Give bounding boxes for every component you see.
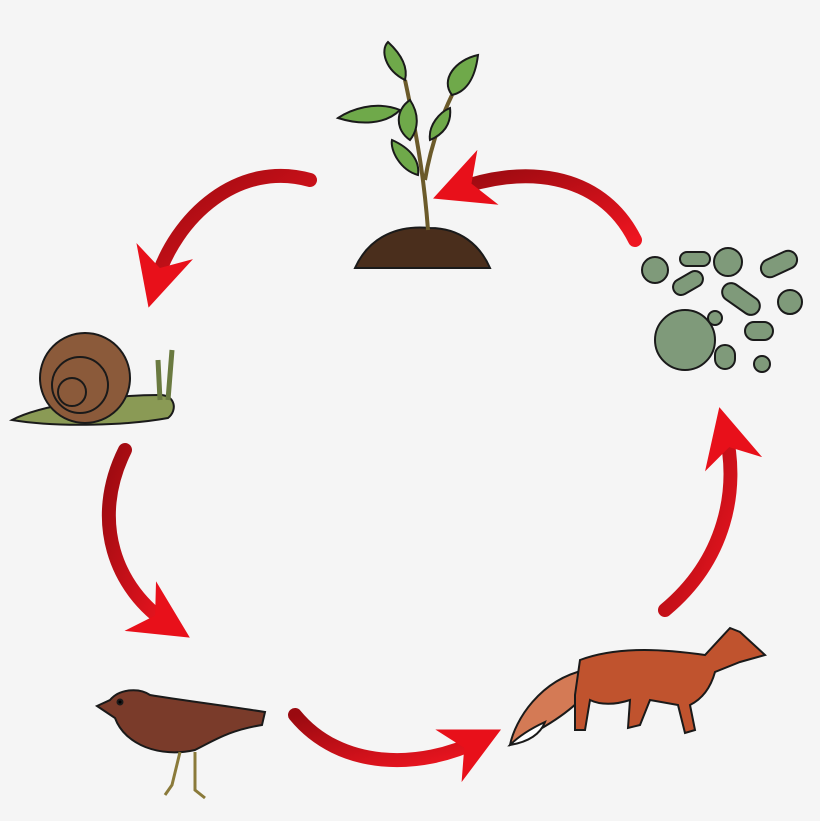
bacteria-icon xyxy=(641,247,803,373)
bird-icon xyxy=(94,689,267,800)
arrow-bird-to-fox xyxy=(288,708,502,783)
arrow-fox-to-bacteria xyxy=(658,407,763,617)
arrow-bacteria-to-plant xyxy=(433,149,642,247)
arrows xyxy=(101,149,763,783)
arrow-snail-to-bird xyxy=(101,443,190,638)
snail-icon xyxy=(8,332,175,426)
plant-seedling-icon xyxy=(335,40,492,269)
fox-icon xyxy=(507,626,767,747)
arrow-plant-to-snail xyxy=(136,168,317,308)
